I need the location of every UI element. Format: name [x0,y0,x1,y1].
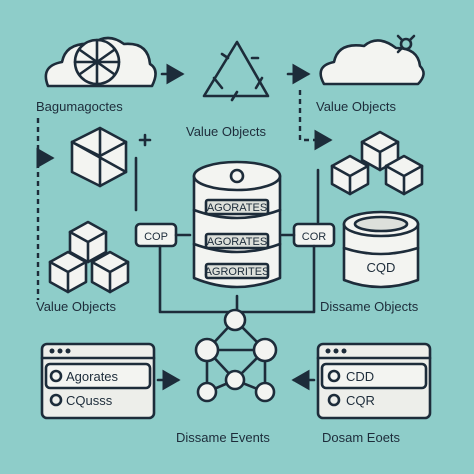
window-right: CDD CQR [316,342,432,420]
cqrs-box-left: COP [134,222,178,248]
cube-cluster-icon [330,130,424,196]
window-right-item-1: CDD [346,369,374,384]
dashed-link-right [298,90,318,142]
top-center-label: Value Objects [186,124,266,139]
top-left-label: Bagumagoctes [36,99,123,114]
top-right-label: Value Objects [316,99,396,114]
bottom-right-label: Dosam Eoets [322,430,401,445]
window-left-item-1: Agorates [66,369,119,384]
can-icon: CQD [342,210,420,289]
window-dot-icon [65,348,71,354]
radio-icon [327,369,341,383]
cqrs-left-label: COP [144,231,168,243]
db-label-3: AGRORITES [205,266,270,278]
db-label-2: AGORATES [207,236,267,248]
mid-left-label: Value Objects [36,299,116,314]
can-label: CQD [367,260,396,275]
cloud-icon [319,34,425,86]
window-left: Agorates CQusss [40,342,156,420]
recycle-icon [202,40,270,102]
database-icon: AGORATES AGORATES AGRORITES [192,160,282,289]
cube-stack-icon [48,220,130,294]
window-left-item-2: CQusss [66,393,113,408]
db-label-1: AGORATES [207,202,267,214]
plus-mark [138,133,152,147]
window-dot-icon [333,348,339,354]
window-dot-icon [49,348,55,354]
radio-icon [49,393,63,407]
bottom-center-label: Dissame Events [176,430,270,445]
radio-icon [49,369,63,383]
aggregate-cloud-icon [44,36,157,88]
cube-icon [70,126,128,188]
window-dot-icon [325,348,331,354]
radio-icon [327,393,341,407]
window-dot-icon [57,348,63,354]
window-dot-icon [341,348,347,354]
window-right-item-2: CQR [346,393,375,408]
cqrs-right-label: COR [302,231,327,243]
graph-icon [194,308,278,403]
cqrs-box-right: COR [292,222,336,248]
mid-right-label: Dissame Objects [320,299,419,314]
